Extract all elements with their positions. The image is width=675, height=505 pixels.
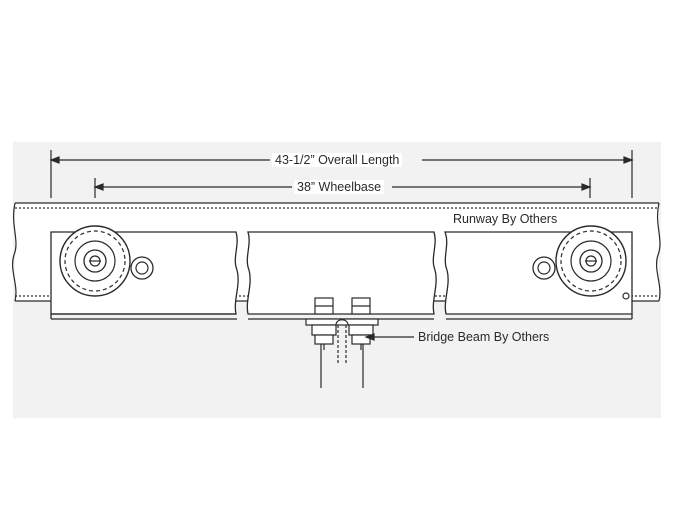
wheelbase-label: 38” Wheelbase bbox=[294, 180, 385, 194]
bridge-beam-label: Bridge Beam By Others bbox=[418, 330, 550, 344]
right-guide-roller bbox=[532, 256, 556, 280]
runway-label: Runway By Others bbox=[453, 212, 558, 226]
left-wheel bbox=[59, 225, 131, 297]
overall-length-label: 43-1/2” Overall Length bbox=[272, 153, 403, 167]
left-guide-roller bbox=[130, 256, 154, 280]
bridge-beam-leader bbox=[364, 333, 414, 341]
right-plate-bolt-hole bbox=[622, 292, 630, 300]
bridge-beam-connection bbox=[305, 297, 379, 350]
bridge-beam-web bbox=[320, 319, 364, 388]
wheelbase-dimension bbox=[93, 178, 592, 198]
right-wheel bbox=[555, 225, 627, 297]
overall-length-dimension bbox=[49, 150, 634, 198]
